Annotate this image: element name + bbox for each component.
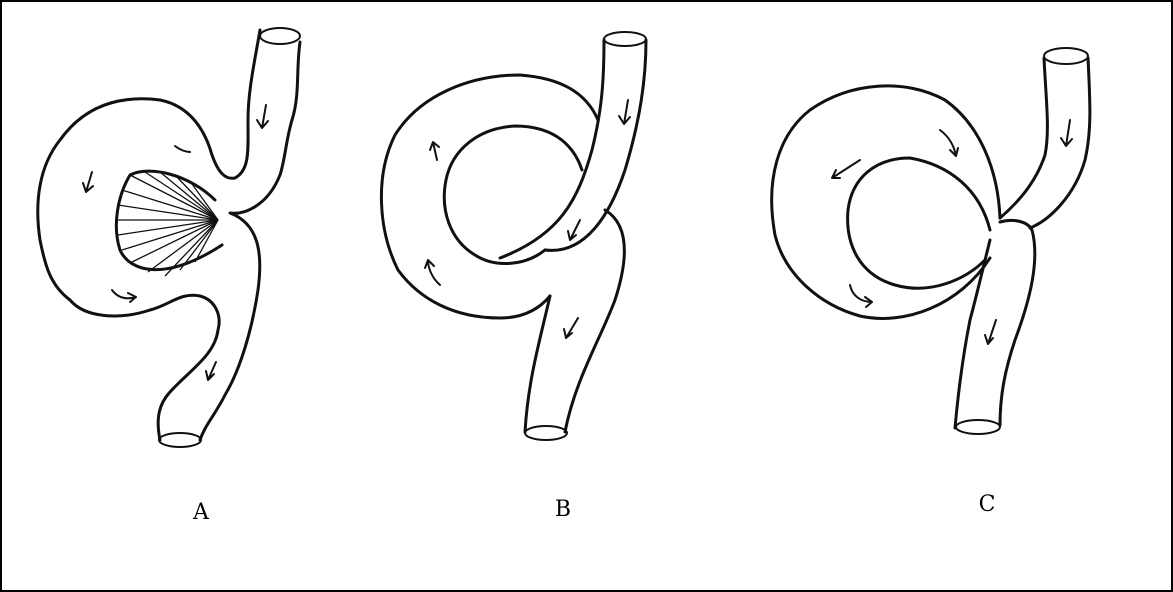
panel-c-label: C (967, 492, 1007, 517)
panel-c-upper-limb (1000, 58, 1090, 228)
panel-b-arrow-4 (568, 220, 580, 240)
panel-a-top-opening (260, 28, 300, 44)
panel-b-arrow-1 (619, 100, 630, 124)
panel-b-label: B (543, 497, 583, 522)
panel-c-arrow-3 (940, 130, 958, 156)
panel-a-arrow-3 (83, 172, 93, 192)
panel-a-mesentery (116, 171, 222, 276)
panel-b-arrow-3 (425, 260, 440, 285)
panel-a-arrow-4 (112, 290, 136, 302)
panel-c-arrow-4 (850, 285, 872, 307)
panel-b-arrow-5 (564, 318, 578, 338)
panel-a-arrow-5 (206, 362, 216, 380)
panel-b-ring-inner (444, 126, 582, 264)
panel-a-drawing (38, 28, 300, 447)
panel-b-ring-outer (381, 75, 598, 318)
panel-c-drawing (772, 48, 1090, 434)
panel-c-arrow-2 (832, 160, 860, 178)
panel-a-bottom-opening (159, 433, 201, 447)
panel-a-arrow-2 (175, 146, 190, 152)
panel-b-limb-upper (500, 40, 646, 258)
panel-b-arrow-2 (430, 142, 439, 160)
panel-c-top-opening (1044, 48, 1088, 64)
panel-c-bottom-opening (956, 420, 1000, 434)
panel-a-label: A (181, 500, 221, 525)
panel-b-top-opening (604, 32, 646, 46)
panel-b-bottom-opening (525, 426, 567, 440)
panel-c-arrow-5 (985, 320, 996, 344)
panel-c-arrow-1 (1061, 120, 1072, 146)
panel-c-ring-outer (772, 86, 1000, 319)
panel-a-arrow-1 (257, 105, 268, 128)
panel-c-ring-inner (848, 158, 990, 288)
panel-b-drawing (381, 32, 646, 440)
